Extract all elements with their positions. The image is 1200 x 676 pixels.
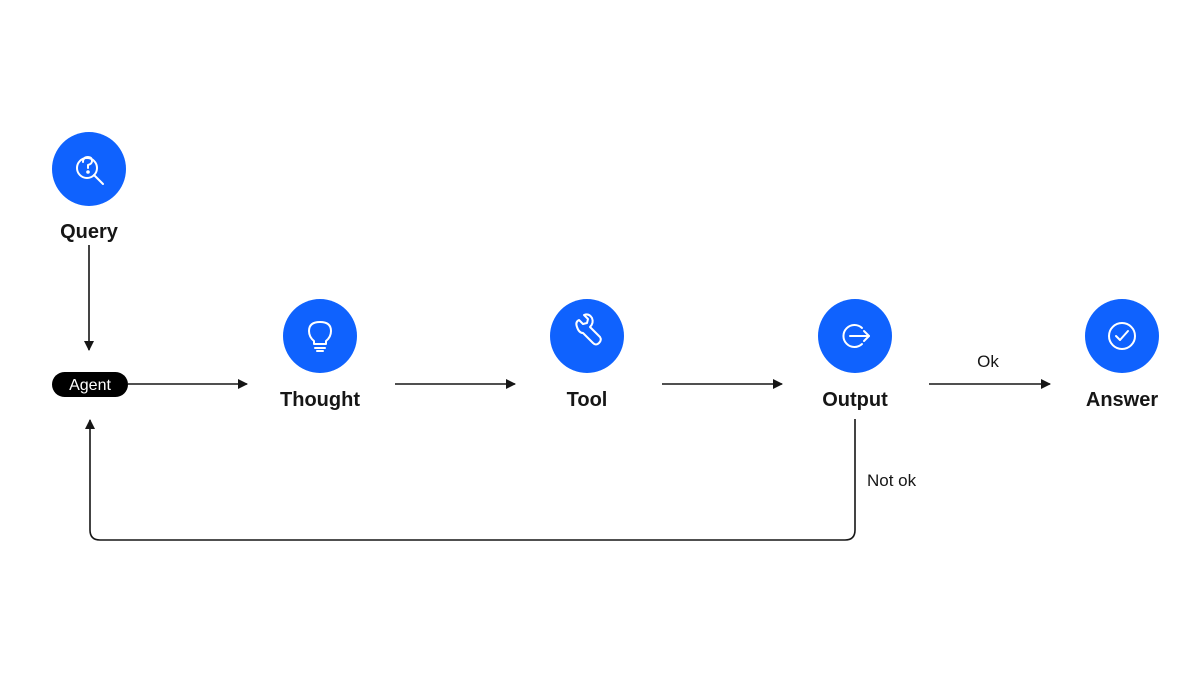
node-query-circle bbox=[52, 132, 126, 206]
agent-pill bbox=[52, 372, 128, 397]
node-query-label: Query bbox=[60, 221, 119, 243]
node-tool: Tool bbox=[550, 299, 624, 411]
node-answer-circle bbox=[1085, 299, 1159, 373]
node-output: Output bbox=[818, 299, 892, 411]
edge-output-to-agent-loop bbox=[85, 419, 856, 541]
node-answer: Answer bbox=[1085, 299, 1159, 411]
node-thought: Thought bbox=[280, 299, 360, 411]
edges bbox=[84, 245, 1051, 541]
wrench-icon bbox=[575, 313, 602, 346]
node-query: Query bbox=[52, 132, 126, 243]
export-arrow-icon bbox=[842, 324, 870, 348]
question-search-icon bbox=[76, 156, 104, 185]
edge-label-not-ok: Not ok bbox=[867, 471, 917, 490]
node-thought-circle bbox=[283, 299, 357, 373]
node-agent: Agent bbox=[52, 372, 128, 397]
node-answer-label: Answer bbox=[1086, 389, 1158, 411]
node-tool-label: Tool bbox=[567, 389, 608, 411]
node-thought-label: Thought bbox=[280, 389, 360, 411]
checkmark-circle-icon bbox=[1108, 322, 1136, 350]
lightbulb-icon bbox=[308, 321, 332, 352]
node-agent-label: Agent bbox=[69, 377, 111, 394]
edge-label-ok: Ok bbox=[977, 352, 999, 371]
node-output-label: Output bbox=[822, 389, 888, 411]
